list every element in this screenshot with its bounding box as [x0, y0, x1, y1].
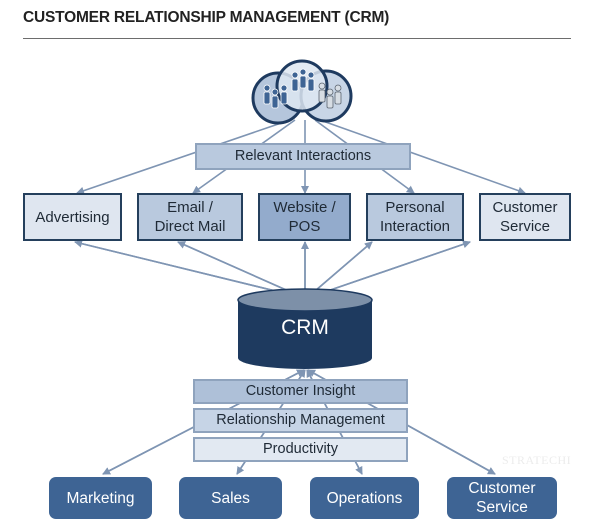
capability-relationship-management: Relationship Management [193, 408, 408, 433]
channel-label-line1: Personal [385, 199, 445, 216]
channel-label-line2: Direct Mail [154, 218, 226, 235]
relevant-interactions-band: Relevant Interactions [195, 143, 411, 170]
channel-label: Advertising [35, 208, 110, 226]
capability-label: Customer Insight [245, 383, 356, 399]
channel-email-direct-mail: Email / Direct Mail [137, 193, 243, 241]
channel-label-line2: POS [288, 218, 321, 235]
crm-database-cylinder [237, 288, 373, 369]
department-sales: Sales [179, 477, 282, 519]
channel-label-line1: Customer [492, 199, 558, 216]
channel-advertising: Advertising [23, 193, 122, 241]
channel-personal-interaction: Personal Interaction [366, 193, 464, 241]
title-divider [23, 38, 571, 39]
department-label-line1: Customer [468, 480, 536, 497]
capability-customer-insight: Customer Insight [193, 379, 408, 404]
department-label: Sales [211, 489, 250, 507]
department-operations: Operations [310, 477, 419, 519]
arrow-customers-service [319, 119, 526, 195]
relevant-interactions-label: Relevant Interactions [234, 148, 372, 164]
channel-label-line2: Service [499, 218, 551, 235]
watermark: STRATECHI [502, 453, 572, 467]
customer-groups-venn-icon [251, 59, 353, 125]
crm-label: CRM [281, 316, 329, 339]
channel-label-line1: Website / [273, 199, 336, 216]
channel-label-line2: Interaction [379, 218, 451, 235]
channel-website-pos: Website / POS [258, 193, 351, 241]
channel-crm-arrows [74, 239, 471, 300]
arrow-customers-advertising [76, 119, 291, 195]
capability-label: Relationship Management [216, 412, 385, 428]
department-customer-service: Customer Service [447, 477, 557, 519]
department-label: Marketing [66, 489, 135, 507]
channel-customer-service: Customer Service [479, 193, 571, 241]
department-marketing: Marketing [49, 477, 152, 519]
department-label-line2: Service [476, 499, 528, 516]
department-label: Operations [326, 489, 403, 507]
capability-label: Productivity [263, 441, 338, 457]
capability-productivity: Productivity [193, 437, 408, 462]
page-title: CUSTOMER RELATIONSHIP MANAGEMENT (CRM) [23, 9, 390, 26]
channel-label-line1: Email / [167, 199, 213, 216]
